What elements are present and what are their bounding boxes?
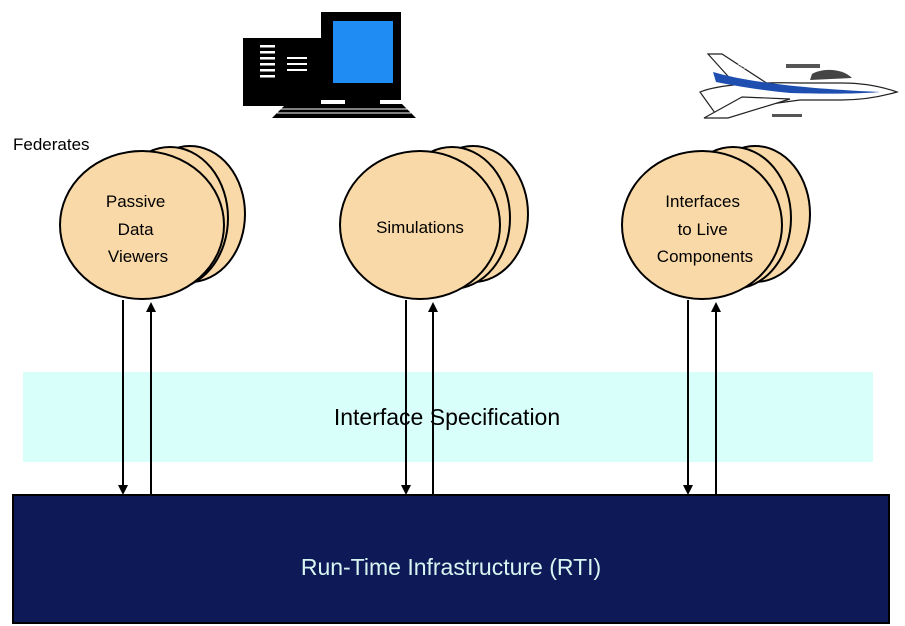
federate-group-passive-viewers: Passive Data Viewers xyxy=(59,145,246,300)
federate-circle-passive-viewers xyxy=(59,150,225,300)
federate-circle-simulations xyxy=(339,150,501,300)
federate-label-simulations: Simulations xyxy=(376,218,464,237)
federate-label-live-components: Interfaces to Live Components xyxy=(657,192,753,266)
federate-group-simulations: Simulations xyxy=(339,145,529,300)
interface-spec-label: Interface Specification xyxy=(334,404,560,430)
federates-label: Federates xyxy=(13,135,90,154)
federate-circle-live-components xyxy=(621,150,783,300)
rti-bar xyxy=(12,494,890,624)
computer-icon xyxy=(243,12,416,118)
fighter-jet-icon: RDS xyxy=(699,53,899,119)
rti-label: Run-Time Infrastructure (RTI) xyxy=(301,554,601,580)
interface-spec-band xyxy=(23,372,873,462)
federate-group-live-components: Interfaces to Live Components xyxy=(621,145,811,300)
federate-label-passive-viewers: Passive Data Viewers xyxy=(106,192,170,266)
jet-tail-text: RDS xyxy=(733,65,746,71)
